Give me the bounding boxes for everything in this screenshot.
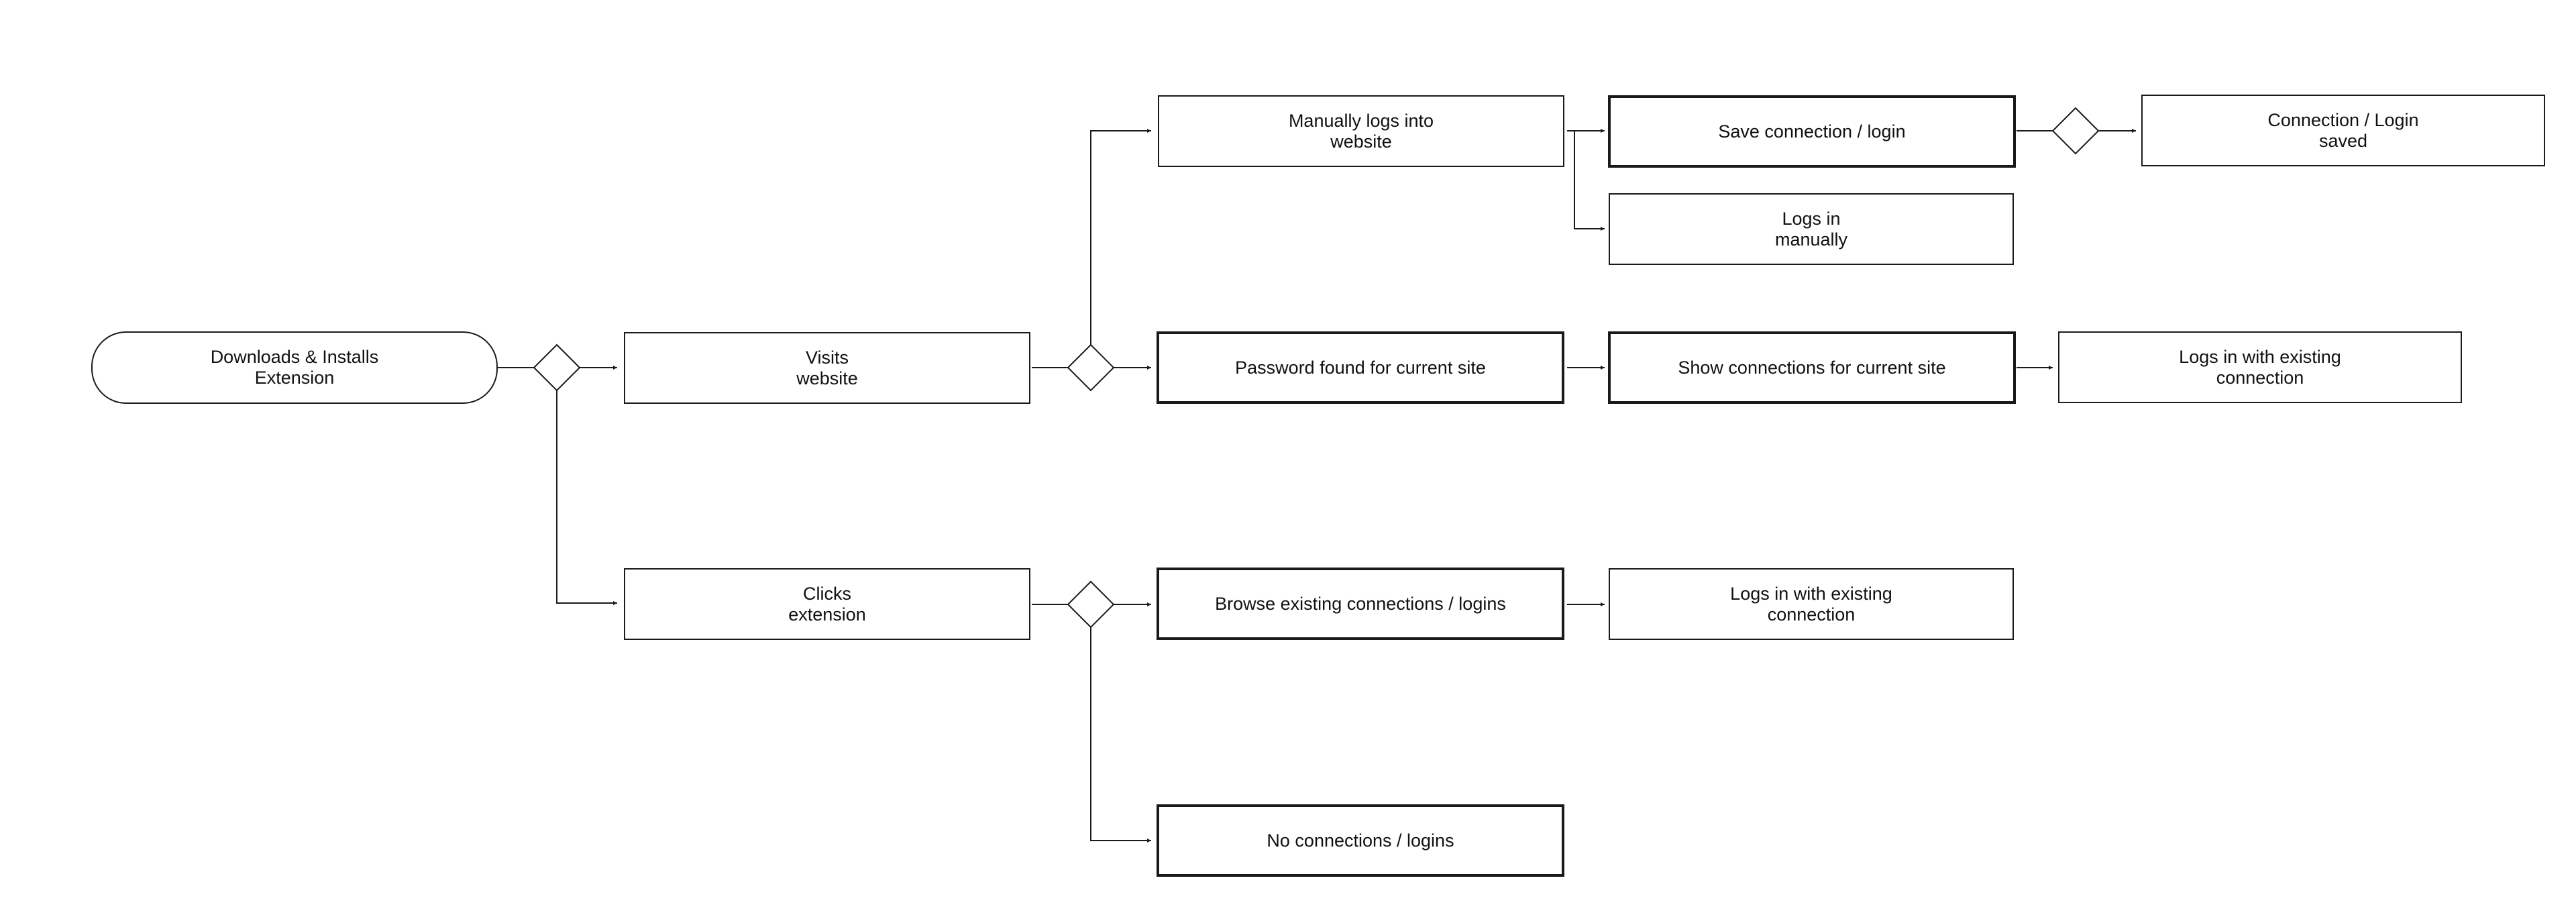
connection-saved-label: Connection / Login saved bbox=[2267, 109, 2419, 151]
save-connection-node: Save connection / login bbox=[1608, 95, 2016, 168]
password-found-label: Password found for current site bbox=[1235, 357, 1486, 378]
manual-login-node: Manually logs into website bbox=[1158, 95, 1564, 167]
save-connection-label: Save connection / login bbox=[1718, 121, 1906, 142]
no-connections-node: No connections / logins bbox=[1157, 804, 1564, 877]
visits-website-node: Visits website bbox=[624, 332, 1030, 404]
clicks-extension-node: Clicks extension bbox=[624, 568, 1030, 640]
logs-in-existing-label: Logs in with existing connection bbox=[2179, 346, 2341, 388]
decision-diamond-install bbox=[533, 343, 581, 392]
arrow-to-logs-manually bbox=[1574, 131, 1605, 231]
logs-in-existing-node: Logs in with existing connection bbox=[2058, 331, 2462, 403]
logs-in-existing-browse-label: Logs in with existing connection bbox=[1730, 583, 1892, 625]
arrow-to-no-connections bbox=[1090, 627, 1151, 843]
visits-website-label: Visits website bbox=[796, 347, 858, 388]
browse-connections-node: Browse existing connections / logins bbox=[1157, 568, 1564, 640]
no-connections-label: No connections / logins bbox=[1267, 830, 1454, 851]
manual-login-label: Manually logs into website bbox=[1288, 110, 1434, 152]
logs-in-manually-node: Logs in manually bbox=[1609, 193, 2014, 265]
password-found-node: Password found for current site bbox=[1157, 331, 1564, 404]
connection-saved-node: Connection / Login saved bbox=[2141, 95, 2545, 166]
start-node: Downloads & Installs Extension bbox=[91, 331, 498, 404]
browse-connections-label: Browse existing connections / logins bbox=[1215, 593, 1506, 614]
logs-in-existing-browse-node: Logs in with existing connection bbox=[1609, 568, 2014, 640]
decision-diamond-save bbox=[2051, 107, 2100, 155]
arrow-to-clicks bbox=[556, 390, 617, 605]
logs-in-manually-label: Logs in manually bbox=[1774, 208, 1848, 250]
show-connections-node: Show connections for current site bbox=[1608, 331, 2016, 404]
clicks-extension-label: Clicks extension bbox=[788, 583, 866, 625]
arrow-to-manual-login bbox=[1090, 129, 1151, 345]
decision-diamond-visit bbox=[1067, 343, 1115, 392]
start-label: Downloads & Installs Extension bbox=[210, 347, 379, 388]
show-connections-label: Show connections for current site bbox=[1678, 357, 1946, 378]
decision-diamond-click bbox=[1067, 580, 1115, 629]
